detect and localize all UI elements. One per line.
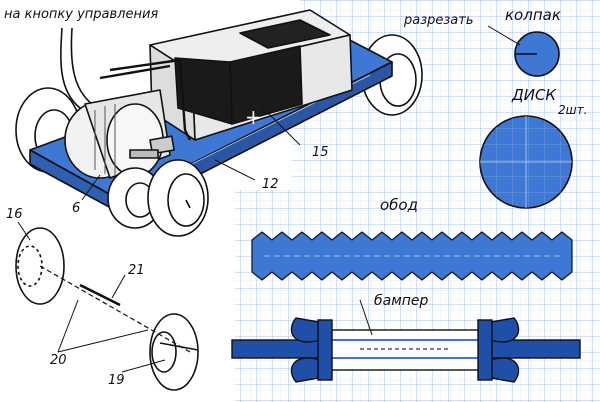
number-16: 16 [6,207,23,222]
number-15: 15 [312,145,329,160]
cap-part [487,25,560,77]
number-19: 19 [108,373,125,388]
axle-assembly [15,221,199,391]
number-6: 6 [72,201,81,216]
label-disk-quantity: 2шт. [558,103,588,117]
number-20: 20 [50,353,67,368]
bumper-part [231,299,581,383]
label-rim: обод [380,196,418,214]
car-assembly: + [15,9,423,237]
disk-part [479,115,573,209]
rim-strip [251,231,573,281]
label-cut: разрезать [404,13,474,28]
label-control-button: на кнопку управления [4,7,159,22]
motor [64,89,175,179]
number-12: 12 [262,177,279,192]
label-disk: ДИСК [512,86,557,104]
battery: + [149,9,353,141]
wheel-front-right [147,159,209,237]
number-21: 21 [128,263,145,278]
svg-text:+: + [245,105,262,129]
label-bumper: бампер [374,293,429,309]
label-cap: колпак [505,6,561,24]
